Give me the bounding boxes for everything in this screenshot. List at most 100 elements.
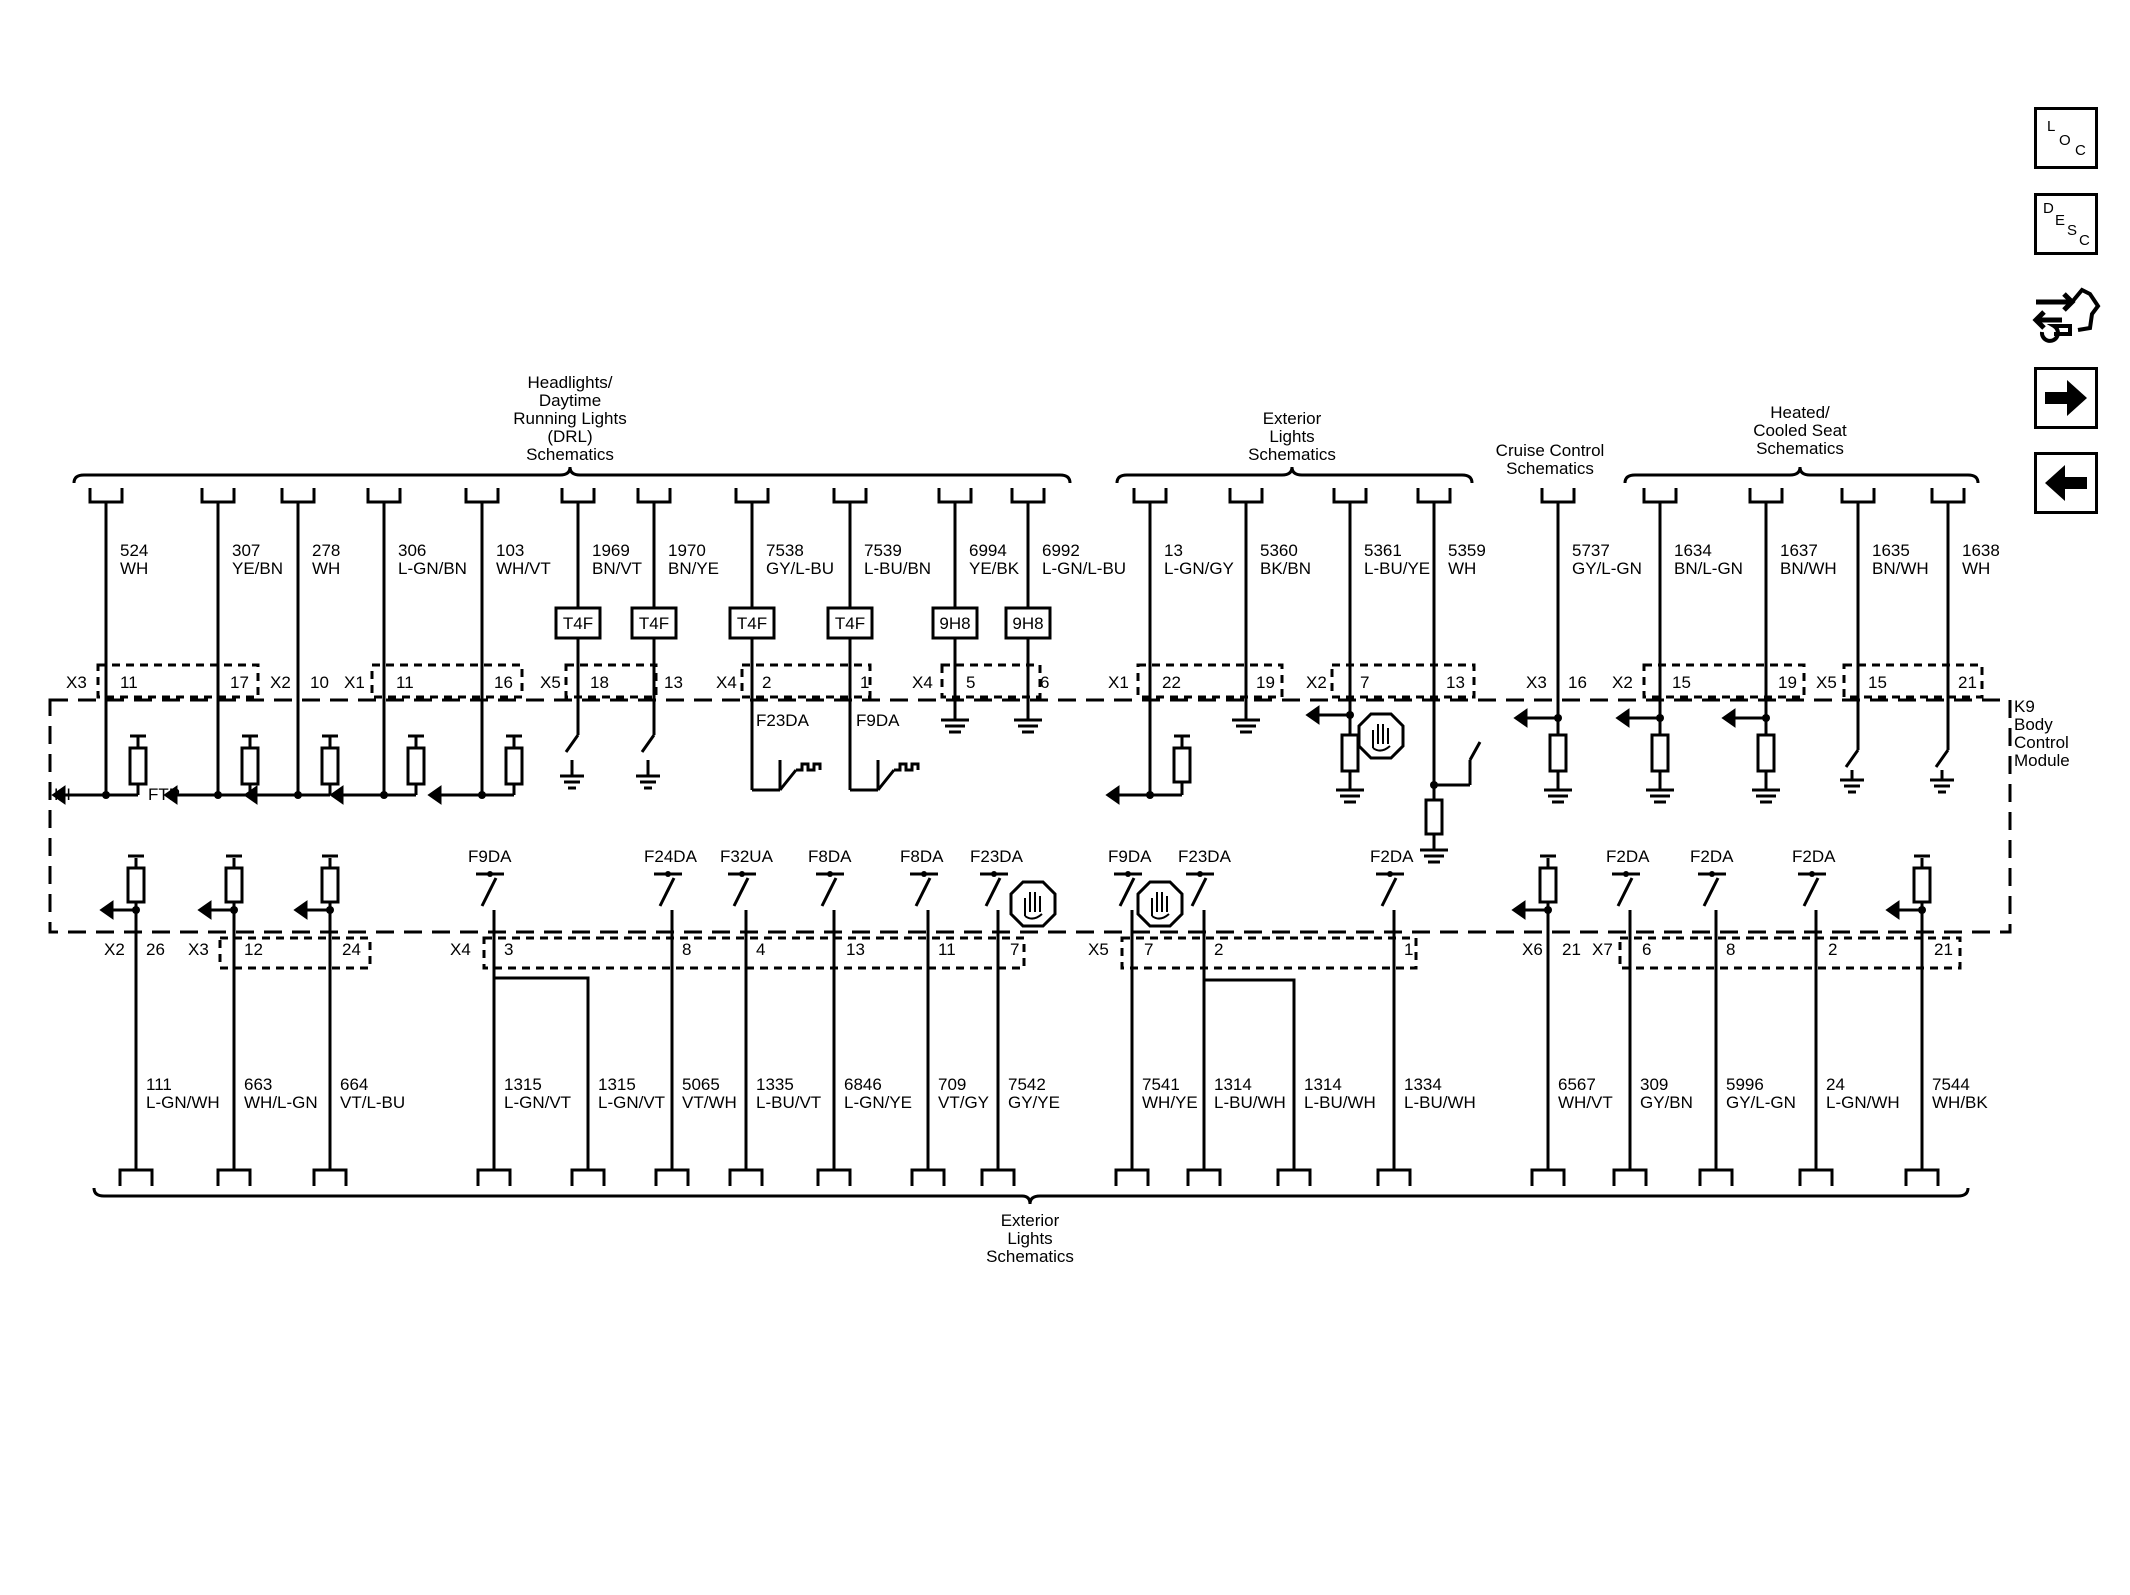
bottom-pin-number: 2	[1828, 940, 1837, 959]
bottom-wire-circuit: 7542	[1008, 1075, 1046, 1094]
input-arrow	[163, 785, 178, 805]
bottom-wire-circuit: 1314	[1214, 1075, 1252, 1094]
splice-label: T4F	[639, 614, 669, 633]
top-wire-circuit: 1634	[1674, 541, 1712, 560]
top-wire-terminal	[1132, 488, 1168, 504]
top-pin-number: 19	[1778, 673, 1797, 692]
resistor	[406, 746, 426, 786]
hand-fingers-icon	[1372, 724, 1391, 752]
desc-letter-e: E	[2055, 212, 2066, 229]
previous-page-button[interactable]	[2034, 452, 2098, 514]
top-wire-color: BN/L-GN	[1674, 559, 1743, 578]
switch-blade	[914, 877, 932, 907]
bottom-pin-number: 11	[938, 940, 956, 959]
top-connector-group	[740, 663, 872, 699]
top-wire-terminal	[832, 488, 868, 504]
bottom-wire-terminal	[312, 1168, 348, 1186]
bottom-wire-circuit: 1334	[1404, 1075, 1442, 1094]
top-wire-terminal	[1010, 488, 1046, 504]
top-wire-terminal	[1840, 488, 1876, 504]
desc-letter-d: D	[2043, 200, 2054, 217]
top-connector-group	[1136, 663, 1284, 699]
top-wire-color: BN/WH	[1872, 559, 1929, 578]
cruise-control-header-line: Schematics	[1506, 459, 1594, 478]
bottom-wire-terminal	[1376, 1168, 1412, 1186]
splice-label: T4F	[835, 614, 865, 633]
top-connector-label: X2	[1306, 673, 1327, 692]
drl-header-line: Running Lights	[513, 409, 626, 428]
fuse-label: F24DA	[644, 847, 698, 866]
hand-warning-icon	[1357, 712, 1405, 760]
top-connector-label: X1	[344, 673, 365, 692]
bottom-pin-number: 26	[146, 940, 165, 959]
top-wire-circuit: 7538	[766, 541, 804, 560]
top-connector-group	[1842, 663, 1984, 699]
resistor	[1912, 866, 1932, 904]
top-pin-number: 22	[1162, 673, 1181, 692]
bottom-pin-number: 13	[846, 940, 865, 959]
pwm-symbol	[796, 762, 822, 772]
bottom-wire-circuit: 7544	[1932, 1075, 1970, 1094]
hi-label: HI	[54, 785, 71, 804]
heated-seat-bracket	[1623, 466, 1980, 484]
desc-button[interactable]: D E S C	[2034, 193, 2098, 255]
switch-blade	[820, 877, 838, 907]
splice-box	[630, 606, 678, 640]
switch-blade	[1934, 749, 1950, 768]
top-wire-circuit: 7539	[864, 541, 902, 560]
fuse-label: F9DA	[1108, 847, 1152, 866]
exterior-lights-bottom-header-line: Lights	[1007, 1229, 1052, 1248]
bcm-name-line: Control	[2014, 733, 2069, 752]
input-arrow	[329, 785, 344, 805]
input-arrow	[51, 785, 66, 805]
bottom-wire-terminal	[1114, 1168, 1150, 1186]
bottom-wire-circuit: 1314	[1304, 1075, 1342, 1094]
exterior-lights-top-header-line: Schematics	[1248, 445, 1336, 464]
next-page-button[interactable]	[2034, 367, 2098, 429]
bottom-wire-color: L-GN/VT	[598, 1093, 665, 1112]
bottom-wire-circuit: 664	[340, 1075, 368, 1094]
bottom-wire-circuit: 5065	[682, 1075, 720, 1094]
loc-letter-l: L	[2047, 118, 2056, 135]
top-pin-number: 16	[494, 673, 513, 692]
bottom-pin-number: 4	[756, 940, 765, 959]
bottom-wire-color: L-GN/WH	[1826, 1093, 1900, 1112]
f23da-inner-label: F23DA	[756, 711, 810, 730]
bottom-wire-color: VT/WH	[682, 1093, 737, 1112]
bottom-wire-color: GY/L-GN	[1726, 1093, 1796, 1112]
resistor	[1650, 733, 1670, 773]
exterior-lights-bottom-bracket	[92, 1187, 1970, 1205]
top-wire-color: WH	[312, 559, 340, 578]
top-wire-terminal	[937, 488, 973, 504]
switch-blade	[1702, 877, 1720, 907]
top-pin-number: 11	[120, 673, 138, 692]
input-arrow	[427, 785, 442, 805]
loc-letter-o: O	[2059, 132, 2071, 149]
bottom-wire-color: L-BU/VT	[756, 1093, 821, 1112]
top-pin-number: 11	[396, 673, 414, 692]
top-wire-circuit: 524	[120, 541, 148, 560]
bottom-wire-color: L-GN/VT	[504, 1093, 571, 1112]
switch	[1468, 741, 1482, 785]
top-pin-number: 18	[590, 673, 609, 692]
bottom-connector-label: X3	[188, 940, 209, 959]
top-wire-terminal	[1642, 488, 1678, 504]
bottom-wire-terminal	[654, 1168, 690, 1186]
top-wire-color: L-GN/GY	[1164, 559, 1234, 578]
top-wire-color: GY/L-GN	[1572, 559, 1642, 578]
loc-button[interactable]: L O C	[2034, 107, 2098, 169]
top-wire-circuit: 306	[398, 541, 426, 560]
top-connector-group	[564, 663, 658, 699]
splice-box	[728, 606, 776, 640]
top-connector-group	[96, 663, 260, 699]
bottom-wire-circuit: 111	[146, 1075, 172, 1094]
input-arrow	[197, 900, 212, 920]
hand-warning-icon	[1009, 880, 1057, 928]
component-views-icon[interactable]	[2032, 280, 2102, 350]
top-connector-group	[1642, 663, 1806, 699]
drl-schematic-bracket	[72, 466, 1072, 484]
bottom-pin-number: 6	[1642, 940, 1651, 959]
f9da-inner-label: F9DA	[856, 711, 900, 730]
bottom-wire-circuit: 709	[938, 1075, 966, 1094]
